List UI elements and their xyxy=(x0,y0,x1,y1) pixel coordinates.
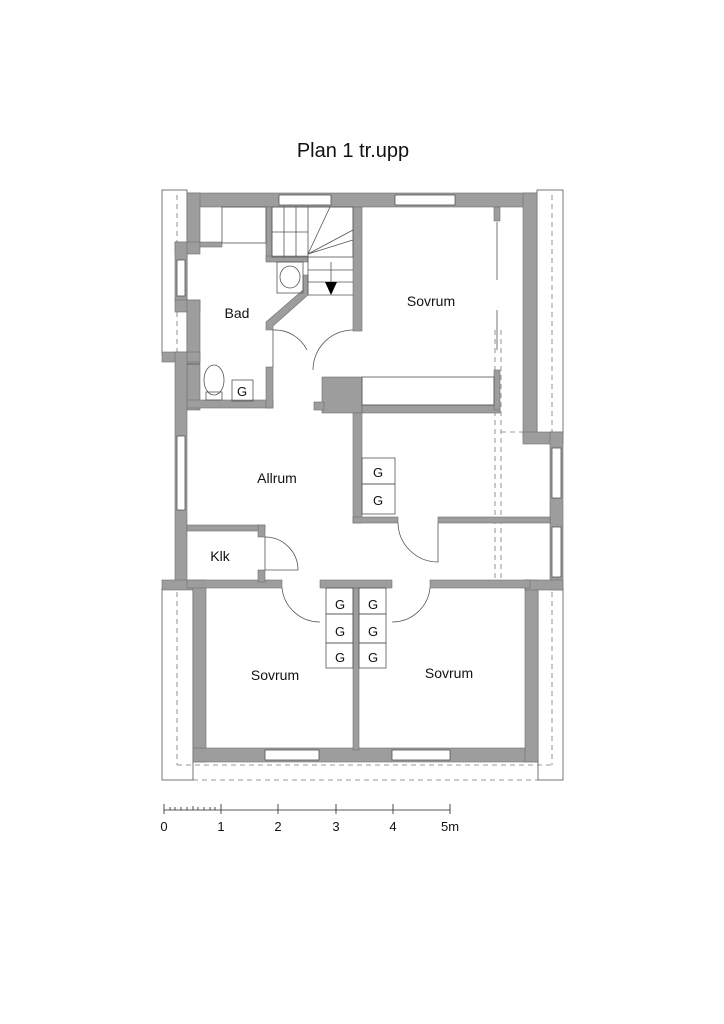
balcony-outlines xyxy=(161,189,564,781)
window xyxy=(176,259,186,297)
closet-label: G xyxy=(368,597,378,612)
room-label-bad: Bad xyxy=(225,305,250,321)
window xyxy=(391,749,451,761)
kitchen-closets: G G xyxy=(361,457,396,515)
window xyxy=(264,749,320,761)
stair-direction-arrow-icon xyxy=(325,282,337,295)
closet-label: G xyxy=(335,597,345,612)
closet-label: G xyxy=(335,650,345,665)
closet-label: G xyxy=(373,465,383,480)
room-label-klk: Klk xyxy=(210,548,230,564)
closet-label: G xyxy=(368,650,378,665)
toilet-icon xyxy=(203,364,225,396)
scale-label: 2 xyxy=(274,819,281,834)
scale-label: 3 xyxy=(332,819,339,834)
scale-label: 5m xyxy=(441,819,459,834)
window xyxy=(176,435,186,511)
closet-g xyxy=(231,379,254,402)
closet-label: G xyxy=(237,384,247,399)
scale-label: 0 xyxy=(160,819,167,834)
closet-label: G xyxy=(373,493,383,508)
bathtub xyxy=(221,206,267,244)
scale-bar: 0 1 2 3 4 5m xyxy=(160,804,459,834)
bath-fixtures: G xyxy=(187,206,498,406)
window xyxy=(278,194,332,206)
closet-label: G xyxy=(368,624,378,639)
window xyxy=(394,194,456,206)
plan-title: Plan 1 tr.upp xyxy=(297,140,409,162)
scale-label: 1 xyxy=(217,819,224,834)
wardrobe xyxy=(361,376,495,406)
windows xyxy=(176,194,562,761)
room-label-allrum: Allrum xyxy=(257,470,297,486)
walls xyxy=(161,192,564,763)
scale-label: 4 xyxy=(389,819,396,834)
staircase xyxy=(271,206,354,296)
room-label-sovrum-top: Sovrum xyxy=(407,293,455,309)
window xyxy=(551,447,562,499)
sink xyxy=(276,261,304,294)
doors xyxy=(264,329,439,623)
room-label-sovrum-right: Sovrum xyxy=(425,665,473,681)
room-label-sovrum-left: Sovrum xyxy=(251,667,299,683)
window xyxy=(551,526,562,578)
closet-label: G xyxy=(335,624,345,639)
hall-closets: G G G G G G xyxy=(325,587,387,669)
